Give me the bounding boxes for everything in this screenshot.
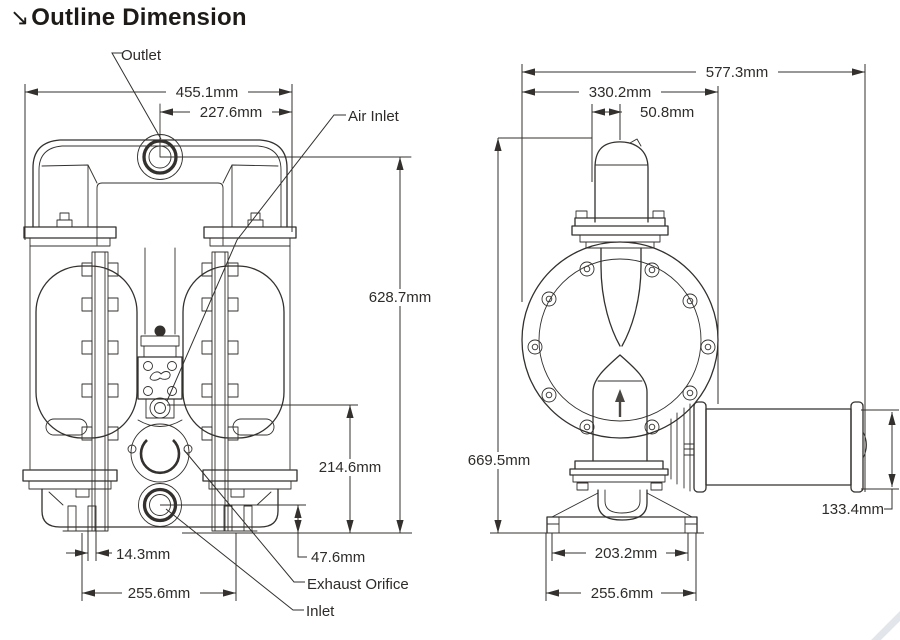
dim-front-inlet-height: 47.6mm — [311, 549, 365, 566]
dim-front-overall-width: 455.1mm — [176, 84, 239, 101]
dim-side-muffler-diameter: 133.4mm — [821, 501, 884, 518]
dim-front-foot-slot-width: 14.3mm — [116, 546, 170, 563]
dim-front-port-to-edge: 227.6mm — [200, 104, 263, 121]
dim-side-air-port-offset: 50.8mm — [640, 104, 694, 121]
dim-front-foot-spacing: 255.6mm — [128, 585, 191, 602]
dim-front-air-inlet-height: 214.6mm — [319, 459, 382, 476]
dim-side-base-inner-width: 203.2mm — [595, 545, 658, 562]
side-view-drawing — [490, 138, 867, 534]
front-view-drawing — [22, 103, 412, 534]
brand-logo-scribble — [149, 371, 171, 381]
page-title: Outline Dimension — [31, 4, 247, 31]
dim-side-overall-depth: 577.3mm — [706, 64, 769, 81]
label-air-inlet: Air Inlet — [348, 108, 400, 125]
dim-side-overall-height: 669.5mm — [468, 452, 531, 469]
label-exhaust-orifice: Exhaust Orifice — [307, 576, 409, 593]
side-rim-bolts — [527, 261, 716, 435]
dim-front-overall-height: 628.7mm — [369, 289, 432, 306]
flow-direction-arrow-icon — [615, 389, 625, 402]
front-rail-bolts — [81, 262, 239, 441]
label-outlet: Outlet — [121, 47, 162, 64]
dim-side-body-depth: 330.2mm — [589, 84, 652, 101]
dimension-text-masks — [122, 64, 778, 601]
label-inlet: Inlet — [306, 603, 335, 620]
corner-watermark — [871, 611, 900, 640]
dim-side-base-width: 255.6mm — [591, 585, 654, 602]
dimension-texts: Outlet Air Inlet Exhaust Orifice Inlet 4… — [116, 47, 884, 620]
title-arrow-icon: ↘ — [10, 3, 30, 30]
page-title-bar: ↘ Outline Dimension — [10, 3, 247, 31]
